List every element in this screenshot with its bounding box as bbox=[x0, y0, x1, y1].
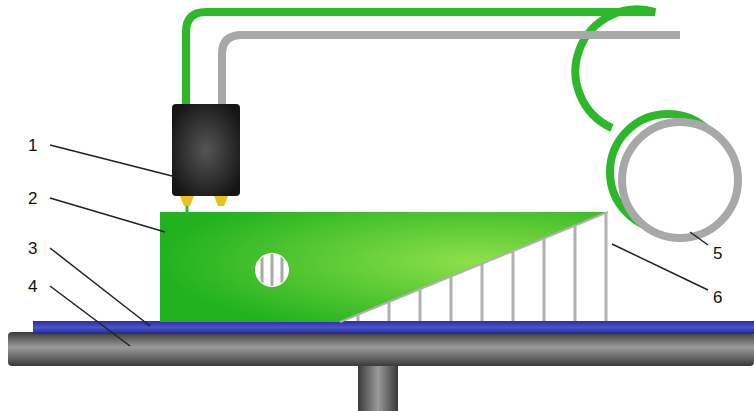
callout-number: 3 bbox=[28, 240, 37, 257]
print-bed bbox=[33, 321, 754, 334]
leader-line bbox=[50, 145, 708, 346]
support-interface bbox=[340, 212, 608, 322]
filament-spool bbox=[622, 122, 738, 238]
hole-support bbox=[262, 250, 282, 290]
callout-number: 4 bbox=[28, 278, 37, 295]
build-platform bbox=[8, 332, 754, 366]
printed-part bbox=[160, 212, 608, 322]
nozzle bbox=[214, 196, 228, 206]
callout-number: 1 bbox=[28, 137, 37, 154]
callout-number: 5 bbox=[713, 245, 722, 262]
filament-tube bbox=[186, 9, 655, 128]
callout-number: 2 bbox=[28, 190, 37, 207]
callout-number: 6 bbox=[713, 289, 722, 306]
print-head bbox=[172, 104, 240, 196]
extruded-filament bbox=[186, 206, 189, 212]
nozzle bbox=[180, 196, 194, 206]
support-tube bbox=[222, 35, 680, 106]
platform-stand bbox=[358, 360, 398, 411]
